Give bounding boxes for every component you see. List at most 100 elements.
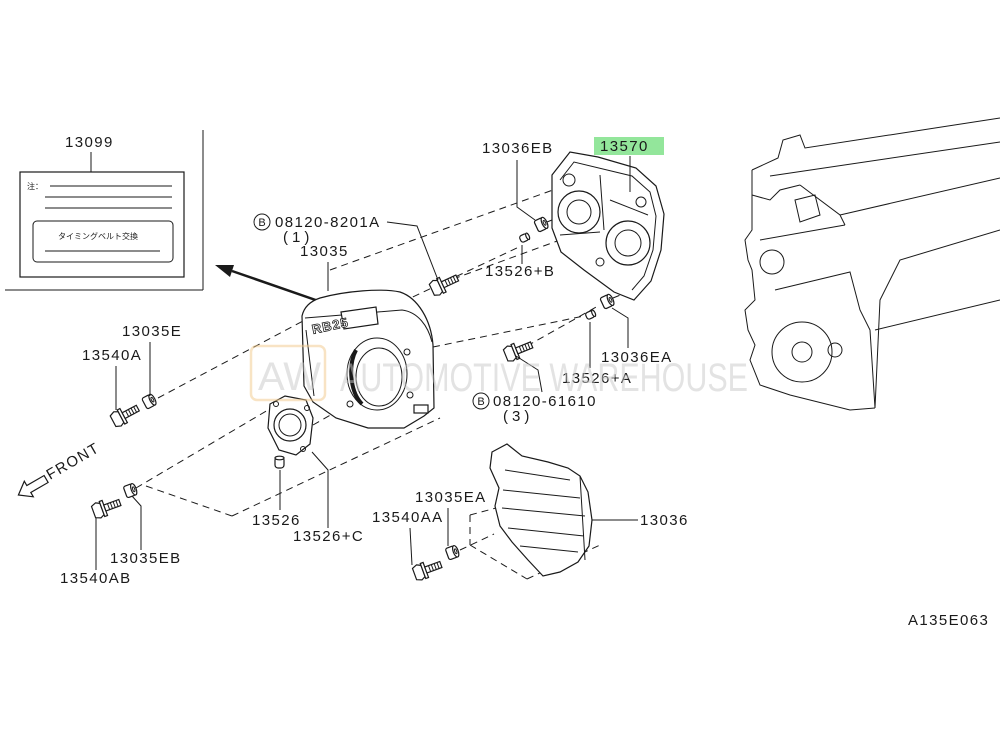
leader-13036EA [611, 307, 629, 348]
callout-13570[interactable]: 13570 [600, 138, 649, 155]
std-bolt-part-no: 08120-61610 [493, 393, 597, 410]
grommet-13036EB [533, 215, 550, 233]
back-cover-small-hole [562, 173, 576, 187]
callout-13099[interactable]: 13099 [65, 134, 114, 151]
front-label: FRONT [44, 439, 103, 483]
std-bolt-part-no: 08120-8201A [275, 214, 380, 231]
bolt-08120-8201A [427, 270, 462, 298]
label-note-prefix: 注： [27, 181, 43, 191]
back-cover-small-hole [635, 196, 647, 208]
guide-line [135, 409, 269, 489]
callout-13035E[interactable]: 13035E [122, 323, 182, 340]
cover-tab [413, 404, 429, 414]
back-cover-small-hole [595, 257, 605, 267]
label-inner-box [32, 220, 174, 263]
callout-13036EB[interactable]: 13036EB [482, 140, 554, 157]
std-part-marker-circle [472, 392, 490, 410]
engine-crank-seal-inner [791, 341, 813, 363]
std-bolt-qty: (3) [503, 408, 533, 425]
dowel-top [274, 455, 285, 461]
engine-idler-boss [827, 342, 843, 358]
std-bolt-qty: (1) [283, 229, 313, 246]
cover-seal-plate-drawing [267, 395, 314, 456]
guide-line [452, 239, 561, 280]
leader-08120-8201A [386, 221, 439, 281]
front-timing-cover-drawing: RB25 [301, 289, 435, 429]
leader-13526C [311, 451, 329, 528]
callout-08120-61610[interactable]: B 08120-61610 (3) [472, 392, 597, 425]
guide-line [469, 507, 497, 516]
label-note-title: タイミングベルト交換 [58, 231, 138, 241]
engine-block-drawing [744, 117, 1000, 411]
std-part-marker: B [258, 217, 265, 229]
callout-13035[interactable]: 13035 [300, 243, 349, 260]
engine-crank-seal-outer [771, 321, 833, 383]
guide-line [329, 189, 554, 271]
leader-lines [95, 156, 638, 570]
front-direction-indicator: FRONT [17, 439, 103, 498]
back-cover-ribs [559, 174, 649, 236]
engine-block-detail [759, 224, 1000, 409]
figure-ref-code: A135E063 [908, 612, 989, 629]
watermark-logo: AW [258, 355, 321, 399]
cover-top-edge [304, 309, 433, 343]
callout-13036[interactable]: 13036 [640, 512, 689, 529]
cover-boss [346, 400, 354, 408]
collar-13035EB [122, 482, 139, 499]
leader-13036EB [516, 160, 536, 221]
callout-13526[interactable]: 13526 [252, 512, 301, 529]
back-cover-hole-inner [614, 229, 642, 257]
callout-13526B[interactable]: 13526+B [485, 263, 555, 280]
engine-front-face [799, 184, 846, 226]
back-cover-hole [557, 190, 601, 234]
cover-opening-shade [349, 349, 364, 406]
callout-13035EA[interactable]: 13035EA [415, 489, 487, 506]
callout-13035EB[interactable]: 13035EB [110, 550, 182, 567]
callout-13036EA[interactable]: 13036EA [601, 349, 673, 366]
guide-line [526, 305, 599, 347]
guide-line [145, 485, 233, 517]
callout-13526C[interactable]: 13526+C [293, 528, 364, 545]
engine-top-edge [751, 117, 1000, 171]
engine-block-right [874, 229, 1000, 409]
leader-13540AA [409, 527, 413, 566]
lower-cover-ribs [501, 469, 586, 561]
guide-line [401, 246, 520, 303]
arrow-head-icon [215, 265, 234, 277]
dowel-13526B [518, 231, 532, 244]
callout-08120-8201A[interactable]: B 08120-8201A (1) [253, 213, 380, 246]
grommet-13036EA [599, 292, 616, 310]
lower-cover-outline [489, 443, 593, 577]
back-cover-hole [605, 220, 651, 266]
bolt-13540A [108, 400, 143, 429]
label-location-arrow [215, 265, 331, 307]
lower-timing-cover-drawing [489, 443, 593, 577]
std-part-marker-circle [253, 213, 271, 231]
seal-plate-bolt-hole [300, 446, 306, 452]
engine-head-front [751, 170, 801, 201]
callout-13540AA[interactable]: 13540AA [372, 509, 444, 526]
callout-13540A[interactable]: 13540A [82, 347, 142, 364]
engine-cam-cover-line [769, 141, 1000, 177]
back-cover-hole-inner [566, 199, 592, 225]
cover-opening-inner [355, 347, 403, 407]
callout-13540AB[interactable]: 13540AB [60, 570, 132, 587]
callouts: 13035 13035E 13540A 13035EB 13540AB 1352… [60, 137, 689, 587]
guide-line [459, 533, 495, 551]
callout-13570-highlight[interactable] [594, 137, 664, 155]
engine-boss [794, 194, 821, 223]
bolt-13540AB [90, 494, 124, 521]
arrow-shaft [231, 269, 331, 307]
seal-plate-bolt-hole [273, 401, 279, 407]
engine-block-left [744, 195, 876, 411]
cover-outline [301, 289, 435, 429]
cover-boss [403, 348, 411, 356]
seal-plate-ring [278, 413, 302, 437]
front-arrow-icon [17, 474, 49, 498]
cover-label-plate [340, 306, 379, 330]
guide-line [312, 404, 349, 426]
seal-plate-bolt-hole [304, 405, 310, 411]
timing-belt-label-drawing [19, 171, 185, 278]
callout-13526A[interactable]: 13526+A [562, 370, 632, 387]
